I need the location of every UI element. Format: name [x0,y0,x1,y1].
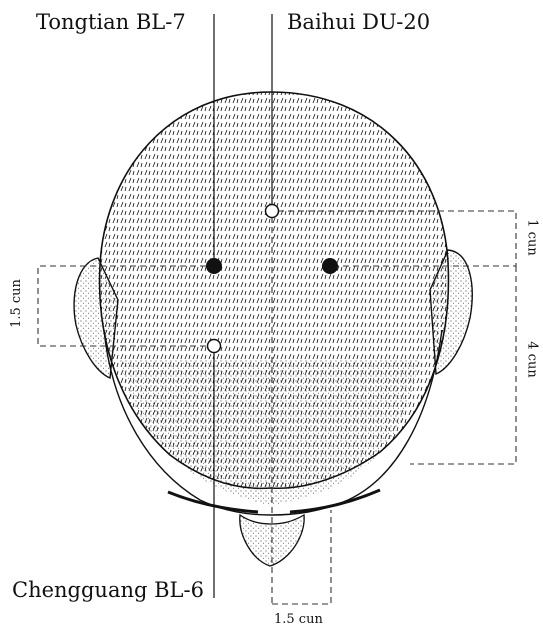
tongtian-label: Tongtian BL-7 [36,10,186,34]
dim-1-cun-label: 1 cun [525,219,540,255]
chengguang-label: Chengguang BL-6 [12,578,204,602]
dim-15-cun-left-label: 1.5 cun [9,279,24,328]
dim-15-cun-bottom-label: 1.5 cun [274,612,323,627]
baihui-label: Baihui DU-20 [287,10,430,34]
chengguang-point [208,340,221,353]
tongtian-point-right [322,258,338,274]
dim-4-cun-label: 4 cun [525,341,540,377]
baihui-point [266,205,279,218]
tongtian-point-left [206,258,222,274]
skull-hair [100,92,449,488]
